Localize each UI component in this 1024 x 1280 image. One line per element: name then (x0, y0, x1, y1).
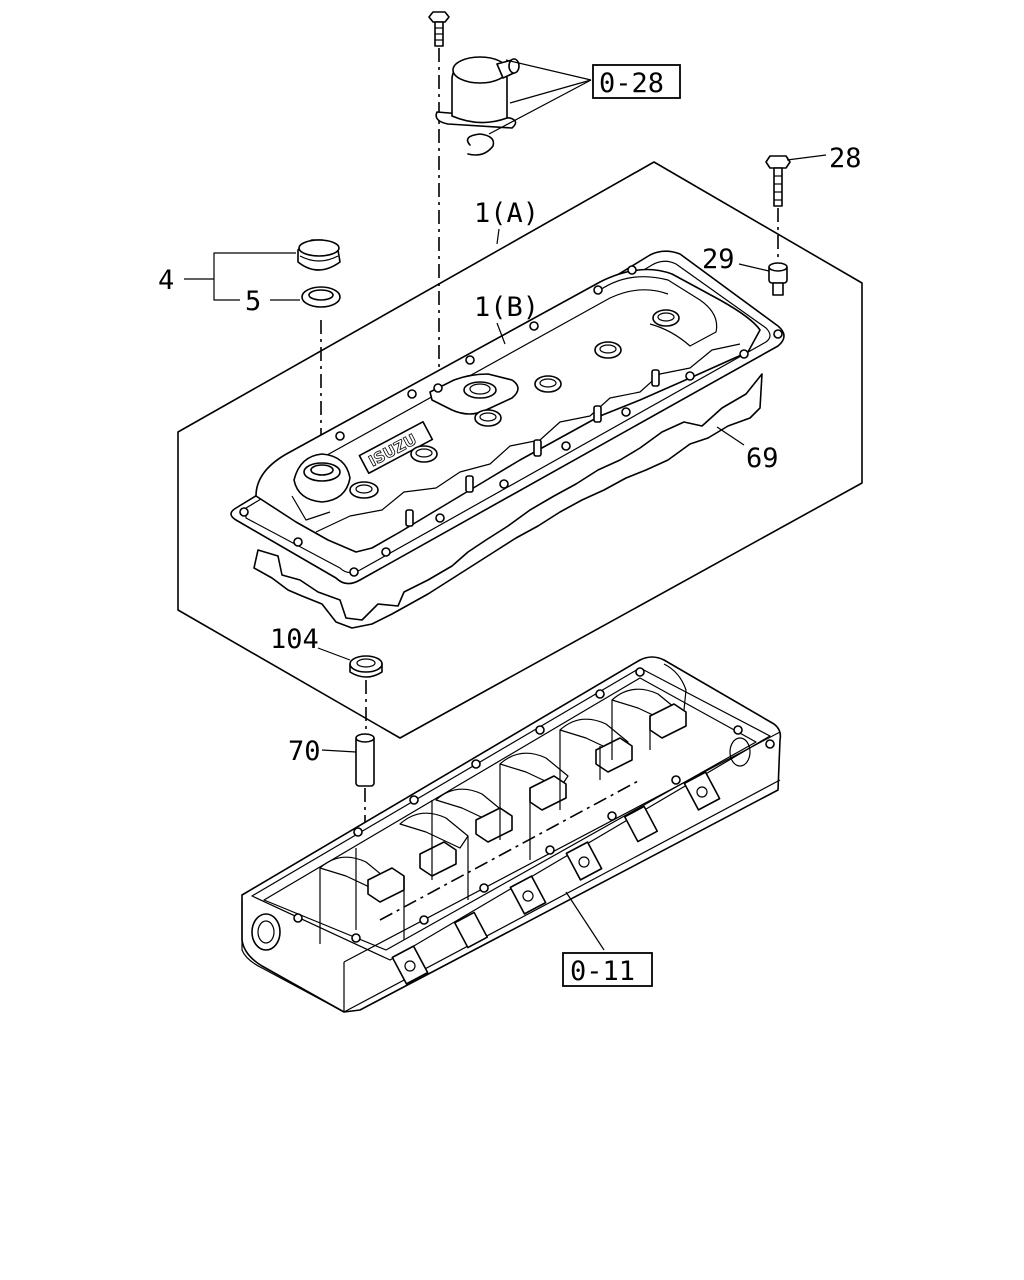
part-29-grommet (738, 262, 788, 296)
ref-box-0-28 (592, 64, 681, 99)
cylinder-head-carrier (241, 656, 782, 1013)
breather-assembly (428, 11, 592, 392)
label-0-28: 0-28 (599, 68, 664, 99)
label-69: 69 (746, 443, 779, 474)
label-0-11: 0-11 (570, 956, 635, 987)
part-70-pin (321, 733, 375, 787)
part-69-gasket (253, 373, 763, 629)
label-4: 4 (158, 265, 174, 296)
label-29: 29 (702, 244, 735, 275)
label-5: 5 (245, 286, 261, 317)
part-104-seal (317, 647, 383, 678)
label-1b: 1(B) (474, 292, 539, 323)
part-4-oil-filler-cap (297, 239, 341, 271)
label-1a: 1(A) (474, 198, 539, 229)
assembly-outline (177, 161, 863, 739)
label-104: 104 (270, 624, 319, 655)
ref-box-0-11 (562, 952, 653, 987)
breather-bolt (428, 11, 450, 47)
part-5-filler-gasket (301, 286, 341, 308)
label-28: 28 (829, 143, 862, 174)
part-1b-head-cover: ISUZU (230, 250, 785, 585)
part-28-bolt (765, 154, 827, 262)
label-70: 70 (288, 736, 321, 767)
breather-o-ring (466, 133, 495, 156)
